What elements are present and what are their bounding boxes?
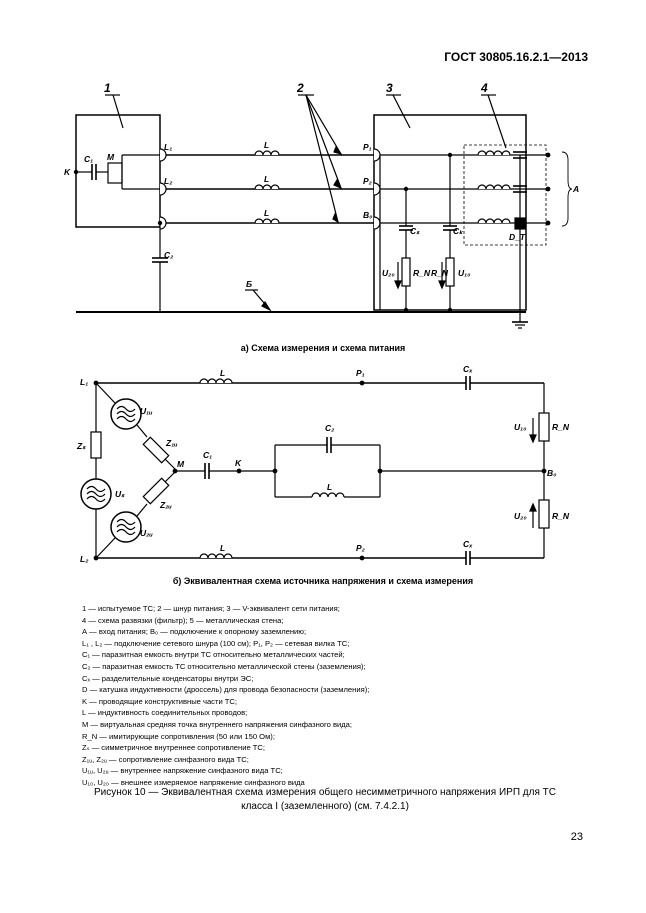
legend-item: L — индуктивность соединительных проводо… <box>82 708 248 718</box>
diagram-a-labels: 1 2 3 4 K C₁ M L₁ L₂ L L L C₂ P₁ P₂ B₀ C… <box>64 81 579 289</box>
diagram-b <box>80 376 550 565</box>
label-b-cx-top: Cₓ <box>463 364 473 374</box>
label-b-p2: P₂ <box>356 543 366 553</box>
legend: 1 — испытуемое ТС; 2 — шнур питания; 3 —… <box>82 603 562 789</box>
label-p1: P₁ <box>363 142 372 152</box>
diagram-b-labels: L₁ L₂ L L P₁ P₂ Cₓ Cₓ C₂ U₁ᵤ U₂ᵤ Uₛ Zₛ Z… <box>76 364 570 564</box>
legend-item: 4 — схема развязки (фильтр); 5 — металли… <box>82 615 284 625</box>
label-m: M <box>107 152 115 162</box>
label-b-k: K <box>235 458 242 468</box>
label-b-b0: B₀ <box>547 468 557 478</box>
legend-item: 1 — испытуемое ТС; 2 — шнур питания; 3 —… <box>82 604 340 613</box>
legend-item: Z₁ᵤ, Z₂ᵤ — сопротивление синфазного вида… <box>82 754 249 764</box>
caption-diagram-a: а) Схема измерения и схема питания <box>240 343 406 353</box>
label-l-a3: L <box>264 208 269 218</box>
label-b-rn1: R_N <box>552 422 570 432</box>
figure-caption-line2: класса I (заземленного) (см. 7.4.2.1) <box>241 801 409 812</box>
label-b-l2: L₂ <box>80 554 89 564</box>
legend-item: Cₓ — разделительные конденсаторы внутри … <box>82 673 254 683</box>
label-b-rn2: R_N <box>552 511 570 521</box>
legend-item: А — вход питания; B₀ — подключение к опо… <box>82 627 307 637</box>
label-b-cx-bottom: Cₓ <box>463 539 473 549</box>
label-b-p1: P₁ <box>356 368 365 378</box>
standard-header: ГОСТ 30805.16.2.1—2013 <box>444 50 588 64</box>
label-l2: L₂ <box>164 176 173 186</box>
caption-diagram-b: б) Эквивалентная схема источника напряже… <box>172 576 474 586</box>
legend-item: U₁₀, U₂₀ — внешнее измеряемое напряжение… <box>82 777 305 787</box>
label-b-us: Uₛ <box>115 489 125 499</box>
label-b-u2u: U₂ᵤ <box>140 528 153 538</box>
legend-item: L₁ , L₂ — подключение сетевого шнура (10… <box>82 638 350 648</box>
legend-item: C₁ — паразитная емкость внутри ТС относи… <box>82 650 345 660</box>
label-b-zs: Zₛ <box>76 441 86 451</box>
label-b-c2: C₂ <box>325 423 335 433</box>
page-number: 23 <box>570 831 583 843</box>
label-l-a2: L <box>264 174 269 184</box>
label-b-l-top: L <box>220 368 225 378</box>
label-b-c1: C₁ <box>203 450 212 460</box>
diagram-a <box>73 94 573 329</box>
label-rn-a1: R_N <box>413 268 431 278</box>
legend-item: K — проводящие конструктивные части ТС; <box>82 696 238 706</box>
label-b-z1u: Z₁ᵤ <box>165 438 178 448</box>
label-dt: D_T <box>509 232 526 242</box>
legend-item: M — виртуальная средняя точка внутреннег… <box>82 719 352 729</box>
label-b-l-par: L <box>327 482 332 492</box>
legend-item: D — катушка индуктивности (дроссель) для… <box>82 685 370 695</box>
legend-item: C₂ — паразитная емкость ТС относительно … <box>82 661 366 671</box>
figure-caption-line1: Рисунок 10 — Эквивалентная схема измерен… <box>94 787 556 798</box>
label-l1: L₁ <box>164 142 172 152</box>
label-c1: C₁ <box>84 154 93 164</box>
label-l-a1: L <box>264 140 269 150</box>
label-a: А <box>572 184 579 194</box>
label-u20: U₂₀ <box>382 268 395 278</box>
label-b: Б <box>246 279 252 289</box>
label-b-u20: U₂₀ <box>514 511 527 521</box>
legend-item: R_N — имитирующие сопротивления (50 или … <box>82 731 275 741</box>
label-1: 1 <box>104 81 111 95</box>
legend-item: Zₛ — симметричное внутреннее сопротивлен… <box>82 743 266 753</box>
label-4: 4 <box>480 81 488 95</box>
label-b-l1: L₁ <box>80 377 88 387</box>
filter-box <box>463 144 547 246</box>
label-p2: P₂ <box>363 176 373 186</box>
label-b-u10: U₁₀ <box>514 422 527 432</box>
label-rn-a2: R_N <box>431 268 449 278</box>
legend-item: U₁ᵤ, U₂ᵤ — внутреннее напряжение синфазн… <box>82 766 283 776</box>
label-ck: Cₖ <box>453 226 464 236</box>
label-cs: Cₛ <box>410 226 420 236</box>
label-b0: B₀ <box>363 210 373 220</box>
label-k: K <box>64 167 71 177</box>
eut-box <box>75 114 161 228</box>
label-b-l-bottom: L <box>220 543 225 553</box>
label-3: 3 <box>386 81 393 95</box>
label-u10: U₁₀ <box>458 268 471 278</box>
label-b-u1u: U₁ᵤ <box>140 406 153 416</box>
label-b-z2u: Z₂ᵤ <box>159 500 172 510</box>
label-c2: C₂ <box>164 250 174 260</box>
label-b-m: M <box>177 459 185 469</box>
figure-caption: Рисунок 10 — Эквивалентная схема измерен… <box>70 786 580 814</box>
label-2: 2 <box>296 81 304 95</box>
